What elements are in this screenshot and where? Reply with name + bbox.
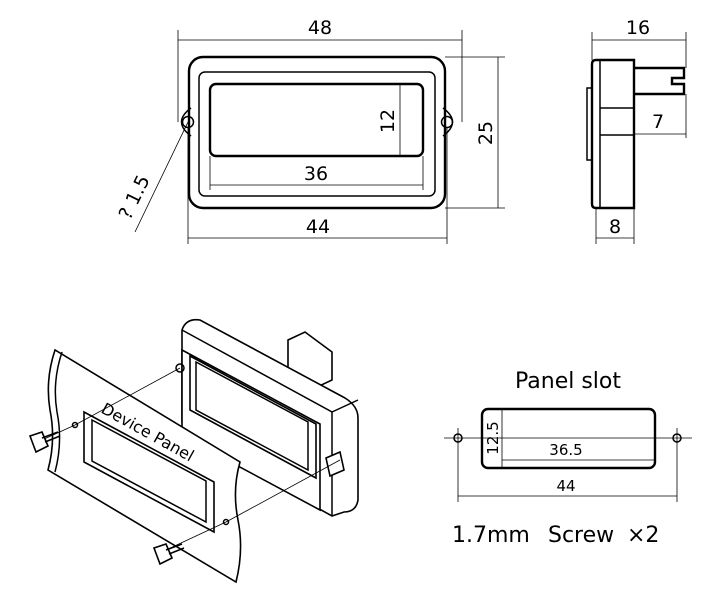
- side-terminal-tab: [634, 66, 686, 96]
- dim-window-height: 12: [377, 109, 399, 133]
- dim-hole-diameter: ? 1.5: [115, 172, 155, 223]
- screw-label: Screw: [548, 523, 614, 548]
- dim-depth: 16: [626, 17, 650, 39]
- screw-bottom: [152, 543, 185, 566]
- panel-slot-title: Panel slot: [515, 369, 621, 394]
- screw-note: 1.7mm Screw ×2: [452, 523, 659, 548]
- slot-height-dim: 12.5: [484, 421, 502, 454]
- slot-width-dim: 36.5: [549, 441, 582, 459]
- side-view: 16 7 8: [586, 17, 687, 244]
- screw-size: 1.7mm: [452, 523, 530, 548]
- slot-hole-spacing-dim: 44: [556, 477, 575, 495]
- display-window: [208, 82, 425, 158]
- panel-slot-diagram: Panel slot 12.5 36.5 44: [444, 369, 692, 502]
- dim-window-width: 36: [304, 163, 328, 185]
- screw-top: [28, 431, 61, 454]
- side-flange: [586, 87, 592, 161]
- panel-slot-cutout: [480, 407, 657, 470]
- isometric-assembly: Device Panel: [28, 318, 359, 584]
- dim-height: 25: [475, 121, 497, 145]
- side-body: [590, 58, 636, 210]
- front-outer-body: [187, 55, 447, 210]
- front-view: 48 25 12 36 44 ? 1.5: [115, 17, 505, 244]
- dim-overall-width: 48: [308, 17, 332, 39]
- screw-count: ×2: [627, 523, 659, 548]
- dim-tab-height: 7: [652, 111, 664, 133]
- dim-hole-spacing: 44: [306, 216, 330, 238]
- dim-flange-depth: 8: [609, 216, 621, 238]
- left-mounting-hole: [181, 115, 195, 129]
- right-mounting-hole: [440, 115, 454, 129]
- front-inner-bezel: [198, 71, 436, 197]
